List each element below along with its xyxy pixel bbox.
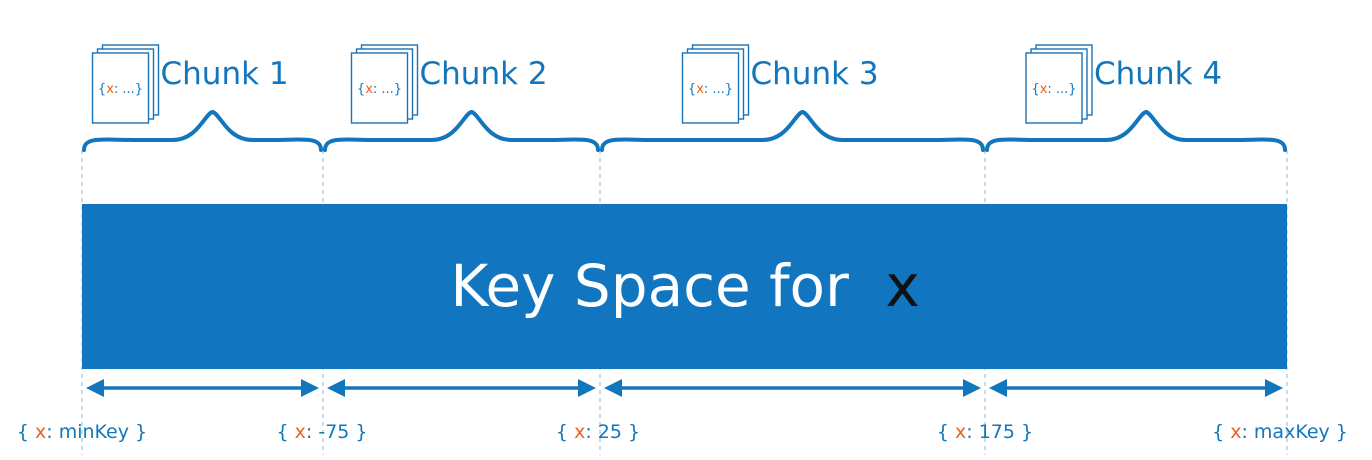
boundary-label-field: x bbox=[574, 421, 585, 443]
key-space-label-main: Key Space for bbox=[450, 252, 849, 320]
key-space-label-variable: x bbox=[885, 252, 919, 320]
document-snippet: {x: ...} bbox=[357, 82, 402, 97]
chunk-1-title: Chunk 1 bbox=[161, 56, 289, 92]
range-arrow-4 bbox=[989, 379, 1283, 397]
arrow-right-icon bbox=[963, 379, 981, 397]
chunk-3-title: Chunk 3 bbox=[751, 56, 879, 92]
boundary-label-1: { x: minKey } bbox=[17, 421, 147, 443]
document-snippet: {x: ...} bbox=[688, 82, 733, 97]
chunk-1-brace bbox=[82, 109, 323, 152]
boundary-label-value: : 175 } bbox=[966, 421, 1033, 443]
boundary-label-2: { x: -75 } bbox=[277, 421, 368, 443]
boundary-label-field: x bbox=[1230, 421, 1241, 443]
document-snippet-field: x bbox=[365, 82, 373, 97]
document-snippet-field: x bbox=[106, 82, 114, 97]
arrow-right-icon bbox=[301, 379, 319, 397]
boundary-label-4: { x: 175 } bbox=[937, 421, 1033, 443]
document-snippet: {x: ...} bbox=[98, 82, 143, 97]
range-arrow-2 bbox=[327, 379, 596, 397]
chunk-4: {x: ...} Chunk 4 bbox=[985, 44, 1287, 152]
chunk-2: {x: ...} Chunk 2 bbox=[323, 44, 600, 152]
key-space-bar bbox=[82, 204, 1287, 369]
key-space-label: Key Space for x bbox=[450, 252, 919, 320]
document-sheet-icon bbox=[350, 52, 409, 124]
chunk-layer: {x: ...}Chunk 1{x: ...}Chunk 2{x: ...}Ch… bbox=[82, 44, 1287, 152]
boundary-label-value: : maxKey } bbox=[1241, 421, 1347, 443]
boundary-label-open: { bbox=[556, 421, 574, 443]
range-arrow-1 bbox=[86, 379, 319, 397]
boundary-label-field: x bbox=[35, 421, 46, 443]
chunk-3: {x: ...} Chunk 3 bbox=[600, 44, 985, 152]
arrow-left-icon bbox=[327, 379, 345, 397]
document-snippet-open: { bbox=[688, 82, 696, 97]
range-arrow-3 bbox=[604, 379, 981, 397]
document-snippet: {x: ...} bbox=[1031, 82, 1076, 97]
document-snippet-open: { bbox=[1031, 82, 1039, 97]
boundary-label-field: x bbox=[295, 421, 306, 443]
document-stack-icon: {x: ...} bbox=[350, 44, 419, 124]
boundary-label-open: { bbox=[17, 421, 35, 443]
document-snippet-field: x bbox=[696, 82, 704, 97]
chunk-4-title: Chunk 4 bbox=[1094, 56, 1222, 92]
chunk-2-brace bbox=[323, 109, 600, 152]
arrow-left-icon bbox=[604, 379, 622, 397]
document-snippet-field: x bbox=[1040, 82, 1048, 97]
chunk-1: {x: ...} Chunk 1 bbox=[82, 44, 323, 152]
chunk-2-title: Chunk 2 bbox=[420, 56, 548, 92]
document-snippet-rest: : ...} bbox=[704, 82, 733, 97]
boundary-label-open: { bbox=[1212, 421, 1230, 443]
arrow-left-icon bbox=[86, 379, 104, 397]
boundary-label-value: : 25 } bbox=[585, 421, 640, 443]
boundary-label-value: : minKey } bbox=[46, 421, 147, 443]
document-snippet-rest: : ...} bbox=[373, 82, 402, 97]
boundary-label-3: { x: 25 } bbox=[556, 421, 640, 443]
boundary-label-value: : -75 } bbox=[306, 421, 368, 443]
boundary-label-open: { bbox=[277, 421, 295, 443]
document-sheet-icon bbox=[681, 52, 740, 124]
arrow-left-icon bbox=[989, 379, 1007, 397]
document-stack-icon: {x: ...} bbox=[681, 44, 750, 124]
document-snippet-open: { bbox=[357, 82, 365, 97]
boundary-label-open: { bbox=[937, 421, 955, 443]
arrow-right-icon bbox=[1265, 379, 1283, 397]
chunk-3-brace bbox=[600, 109, 985, 152]
range-arrows bbox=[86, 379, 1283, 397]
document-snippet-rest: : ...} bbox=[1047, 82, 1076, 97]
document-stack-icon: {x: ...} bbox=[91, 44, 160, 124]
chunk-4-brace bbox=[985, 109, 1287, 152]
document-sheet-icon bbox=[91, 52, 150, 124]
document-snippet-open: { bbox=[98, 82, 106, 97]
arrow-right-icon bbox=[578, 379, 596, 397]
boundary-labels: { x: minKey }{ x: -75 }{ x: 25 }{ x: 175… bbox=[17, 421, 1348, 443]
document-stack-icon: {x: ...} bbox=[1025, 44, 1093, 124]
boundary-label-field: x bbox=[955, 421, 966, 443]
document-snippet-rest: : ...} bbox=[114, 82, 143, 97]
boundary-label-5: { x: maxKey } bbox=[1212, 421, 1348, 443]
document-sheet-icon bbox=[1025, 52, 1083, 124]
